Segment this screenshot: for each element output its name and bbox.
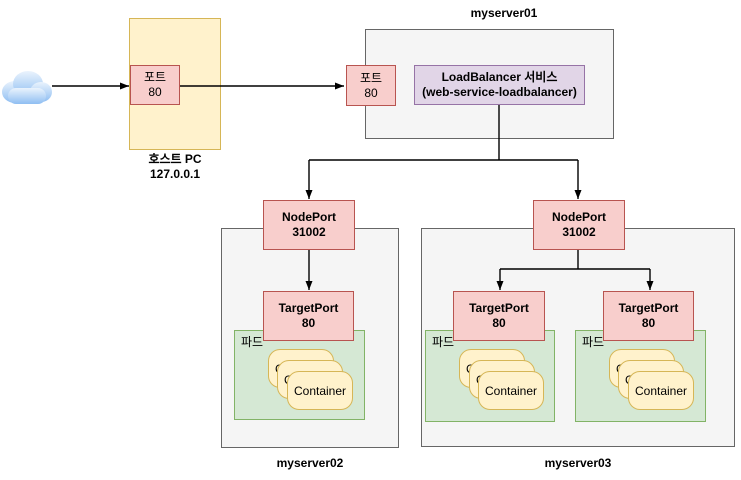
port-value: 80 bbox=[364, 85, 378, 100]
container-card: Container bbox=[628, 371, 694, 410]
port-value: 80 bbox=[148, 85, 162, 99]
pod-label: 파드 bbox=[241, 335, 264, 349]
targetport-label: TargetPort bbox=[278, 301, 339, 315]
targetport-box: TargetPort 80 bbox=[263, 291, 354, 341]
container-card: Container bbox=[287, 371, 353, 410]
container-card: Container bbox=[478, 371, 544, 410]
nodeport-label: NodePort bbox=[282, 210, 336, 224]
host-pc-address: 127.0.0.1 bbox=[149, 167, 201, 181]
loadbalancer-name: LoadBalancer 서비스 bbox=[441, 70, 558, 84]
server03-title: myserver03 bbox=[544, 456, 612, 470]
server01-port-box: 포트 80 bbox=[346, 65, 396, 106]
pod-label: 파드 bbox=[582, 335, 605, 349]
pod-label: 파드 bbox=[432, 335, 455, 349]
targetport-value: 80 bbox=[301, 316, 316, 330]
targetport-label: TargetPort bbox=[469, 301, 529, 315]
host-pc-title: 호스트 PC bbox=[148, 152, 202, 166]
targetport-value: 80 bbox=[641, 316, 656, 330]
server02-title: myserver02 bbox=[276, 456, 344, 470]
loadbalancer-detail: (web-service-loadbalancer) bbox=[422, 85, 577, 99]
targetport-label: TargetPort bbox=[618, 301, 679, 315]
nodeport-value: 31002 bbox=[562, 225, 596, 239]
server01-title: myserver01 bbox=[470, 6, 538, 20]
cloud-icon bbox=[2, 71, 52, 104]
host-port-box: 포트 80 bbox=[130, 65, 180, 105]
nodeport-label: NodePort bbox=[552, 210, 606, 224]
targetport-box: TargetPort 80 bbox=[453, 291, 545, 341]
nodeport-box: NodePort 31002 bbox=[533, 200, 625, 250]
nodeport-box: NodePort 31002 bbox=[263, 200, 355, 250]
targetport-value: 80 bbox=[492, 316, 506, 330]
port-label: 포트 bbox=[359, 70, 383, 85]
port-label: 포트 bbox=[143, 70, 167, 84]
loadbalancer-service-box: LoadBalancer 서비스 (web-service-loadbalanc… bbox=[414, 65, 585, 105]
nodeport-value: 31002 bbox=[292, 225, 326, 239]
targetport-box: TargetPort 80 bbox=[603, 291, 694, 341]
